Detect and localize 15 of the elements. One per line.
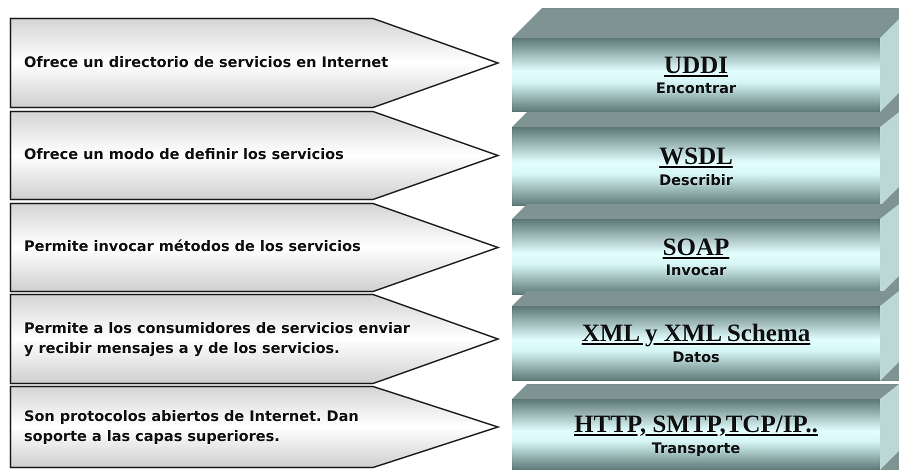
description-text: Permite a los consumidores de servicios enviar y recibir mensajes a y de los servicios. bbox=[24, 320, 411, 359]
layer-role: Transporte bbox=[652, 440, 740, 457]
description-text: Son protocolos abiertos de Internet. Dan soporte a las capas superiores. bbox=[24, 408, 360, 447]
layer-role: Describir bbox=[659, 172, 733, 189]
description-text: Ofrece un modo de definir los servicios bbox=[24, 146, 345, 166]
layer-role: Invocar bbox=[666, 263, 726, 280]
layer-role: Datos bbox=[672, 350, 720, 366]
protocol-name: WSDL bbox=[659, 143, 733, 171]
protocol-name: SOAP bbox=[662, 234, 730, 262]
description-text: Permite invocar métodos de los servicios bbox=[24, 238, 362, 258]
description-text: Ofrece un directorio de servicios en Internet bbox=[24, 54, 390, 73]
protocol-name: HTTP, SMTP,TCP/IP.. bbox=[574, 411, 818, 439]
layer-role: Encontrar bbox=[656, 81, 736, 98]
protocol-name: XML y XML Schema bbox=[582, 320, 810, 348]
protocol-name: UDDI bbox=[664, 52, 728, 80]
